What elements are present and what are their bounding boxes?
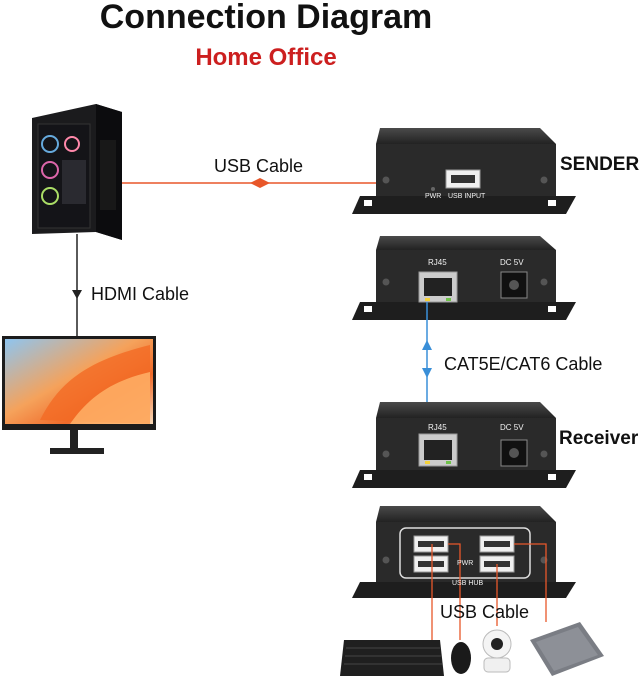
- sender-pwr-label: PWR: [425, 193, 442, 200]
- sender-usb-input-label: USB INPUT: [448, 193, 486, 200]
- rj45-label-front: RJ45: [428, 258, 447, 267]
- dc5v-label-front: DC 5V: [500, 258, 524, 267]
- usb-cable-drive: [514, 543, 547, 622]
- hub-pwr-label: PWR: [457, 560, 474, 567]
- usb-arrow-right-icon: [260, 178, 270, 188]
- diagram-subtitle: Home Office: [195, 44, 337, 71]
- cat-arrow-down-icon: [422, 368, 432, 378]
- usb-cable-label-top: USB Cable: [214, 156, 304, 176]
- monitor: [2, 336, 156, 454]
- sender-label: SENDER: [560, 154, 640, 175]
- receiver-device: [352, 402, 576, 488]
- keyboard: [340, 640, 444, 676]
- usb-arrow-left-icon: [250, 178, 260, 188]
- usb-hub-label: USB HUB: [452, 580, 484, 587]
- sender-device: [352, 128, 576, 214]
- usb-hub-device: [352, 506, 576, 598]
- receiver-label: Receiver: [559, 428, 639, 449]
- usb-cable-label-bottom: USB Cable: [440, 602, 530, 622]
- hdmi-cable-label: HDMI Cable: [91, 284, 190, 304]
- rj45-label-receiver: RJ45: [428, 423, 447, 432]
- cat-arrow-up-icon: [422, 340, 432, 350]
- cat-cable-label: CAT5E/CAT6 Cable: [444, 354, 603, 374]
- external-drive: [530, 622, 604, 676]
- mouse: [451, 642, 471, 674]
- usb-cable-mouse: [448, 543, 461, 640]
- dc5v-label-receiver: DC 5V: [500, 423, 524, 432]
- webcam: [482, 629, 512, 673]
- hdmi-arrow-icon: [72, 290, 82, 299]
- receiver-device-front: [352, 236, 576, 320]
- pc-tower: [32, 104, 122, 240]
- diagram-title: Connection Diagram: [99, 0, 433, 36]
